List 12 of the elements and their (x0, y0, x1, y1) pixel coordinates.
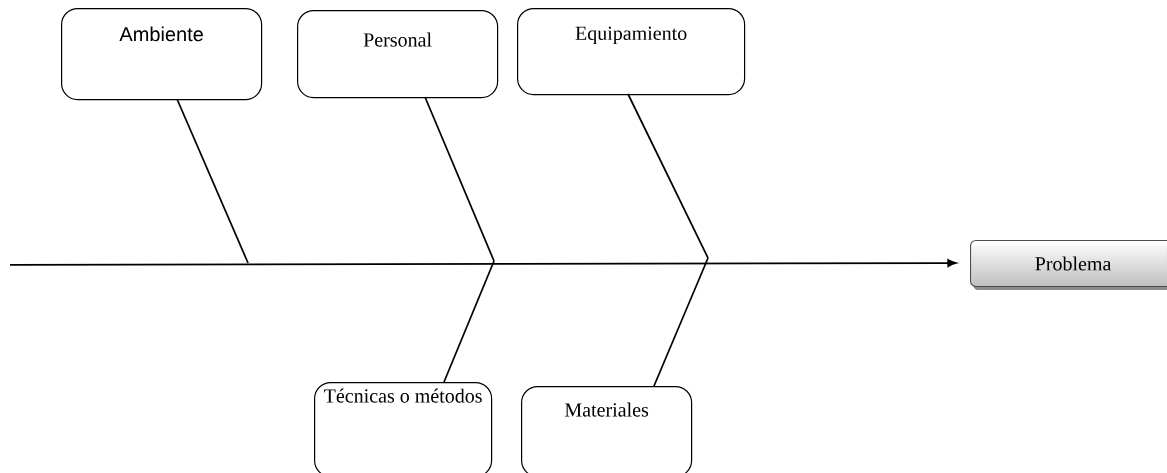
cause-box: Personal (297, 10, 499, 99)
cause-box: Ambiente (61, 8, 263, 101)
bone-line (424, 96, 495, 262)
cause-box: Técnicas o métodos (314, 382, 493, 473)
bone-line (176, 98, 249, 264)
cause-box: Equipamiento (517, 8, 746, 96)
bone-line (443, 260, 495, 383)
bone-line (653, 257, 709, 387)
effect-box: Problema (970, 240, 1167, 290)
bone-line (627, 93, 709, 259)
cause-box: Materiales (521, 386, 693, 473)
spine-arrow (9, 259, 957, 268)
